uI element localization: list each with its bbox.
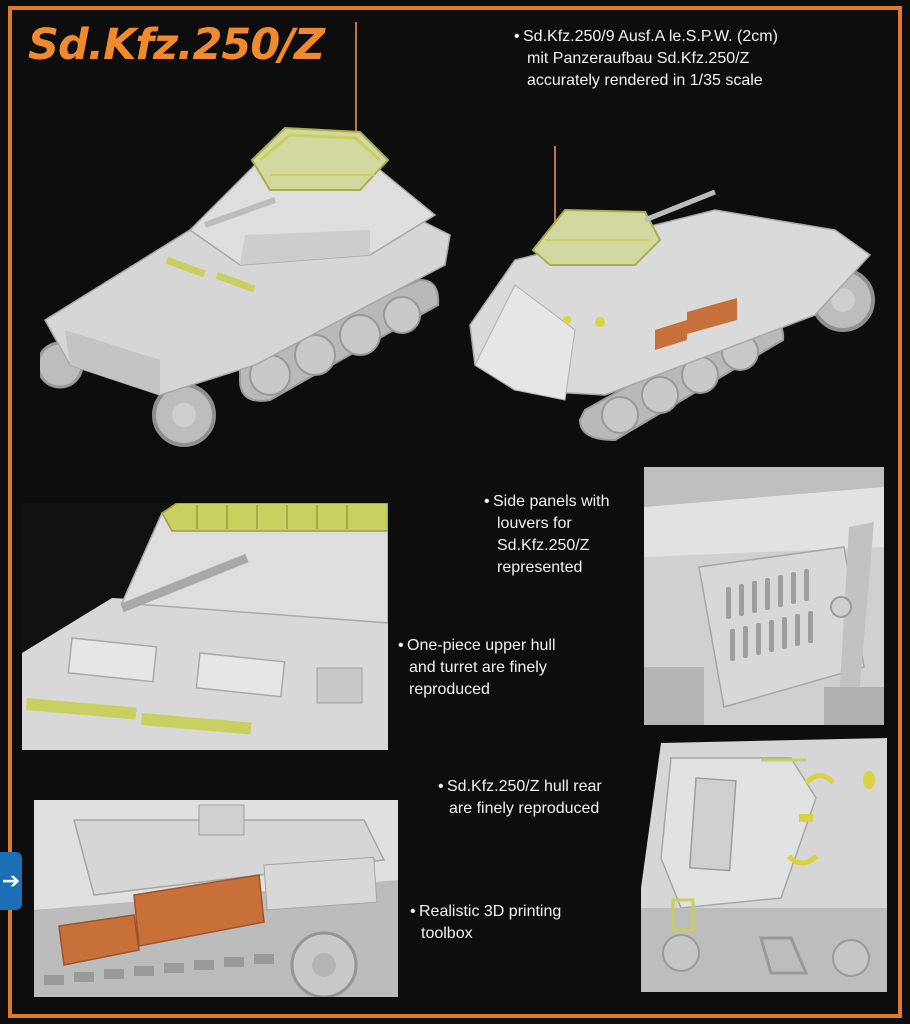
detail-photo-upper-hull (22, 503, 388, 750)
detail-photo-hull-rear (641, 738, 887, 992)
caption-intro-line-3: accurately rendered in 1/35 scale (527, 72, 763, 89)
caption-toolbox-line-1: Realistic 3D printing (419, 903, 562, 920)
detail-photo-side-panels (644, 467, 884, 725)
caption-side-panels: •Side panels with louvers for Sd.Kfz.250… (484, 491, 610, 579)
caption-toolbox: •Realistic 3D printing toolbox (410, 901, 561, 945)
caption-upper-hull: •One-piece upper hull and turret are fin… (398, 635, 556, 701)
vehicle-render-front-left (40, 20, 460, 460)
page-frame (8, 6, 902, 1018)
caption-hull-rear-line-2: are finely reproduced (449, 800, 600, 817)
caption-upper-hull-line-1: One-piece upper hull (407, 637, 556, 654)
caption-intro-line-1: Sd.Kfz.250/9 Ausf.A le.S.P.W. (2cm) (523, 28, 778, 45)
caption-upper-hull-line-3: reproduced (409, 681, 490, 698)
caption-intro-line-2: mit Panzeraufbau Sd.Kfz.250/Z (527, 50, 750, 67)
caption-hull-rear: •Sd.Kfz.250/Z hull rear are finely repro… (438, 776, 602, 820)
caption-toolbox-line-2: toolbox (421, 925, 473, 942)
chevron-right-icon: ➔ (1, 868, 21, 893)
caption-intro: •Sd.Kfz.250/9 Ausf.A le.S.P.W. (2cm) mit… (514, 26, 778, 92)
caption-upper-hull-line-2: and turret are finely (409, 659, 547, 676)
caption-hull-rear-line-1: Sd.Kfz.250/Z hull rear (447, 778, 602, 795)
caption-side-panels-line-3: Sd.Kfz.250/Z (497, 537, 590, 554)
caption-side-panels-line-4: represented (497, 559, 583, 576)
vehicle-render-rear-right (455, 140, 885, 450)
page-title: Sd.Kfz.250/Z (28, 20, 325, 70)
next-page-tab[interactable]: ➔ (0, 852, 22, 910)
caption-side-panels-line-1: Side panels with (493, 493, 610, 510)
caption-side-panels-line-2: louvers for (497, 515, 572, 532)
detail-photo-toolbox (34, 800, 398, 997)
